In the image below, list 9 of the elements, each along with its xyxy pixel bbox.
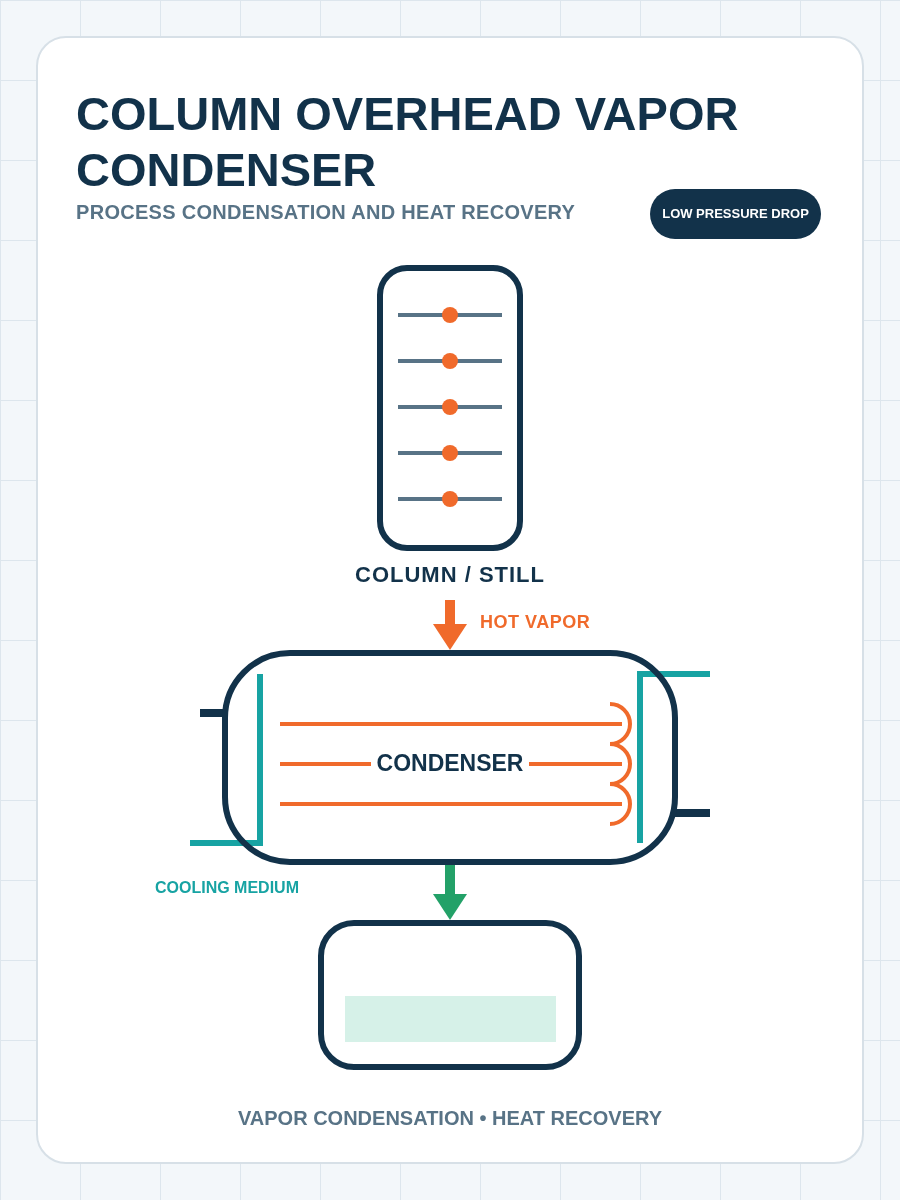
condenser-vessel xyxy=(222,650,678,865)
subtitle: PROCESS CONDENSATION AND HEAT RECOVERY xyxy=(76,200,576,224)
status-badge: LOW PRESSURE DROP xyxy=(650,189,821,239)
stream-label: COOLING MEDIUM xyxy=(155,878,299,898)
vessel-label: COLUMN / STILL xyxy=(354,561,546,589)
receiver-vessel xyxy=(318,920,582,1070)
flow-arrow xyxy=(433,600,467,650)
flow-arrow xyxy=(433,865,467,920)
caption: VAPOR CONDENSATION • HEAT RECOVERY xyxy=(237,1106,663,1130)
